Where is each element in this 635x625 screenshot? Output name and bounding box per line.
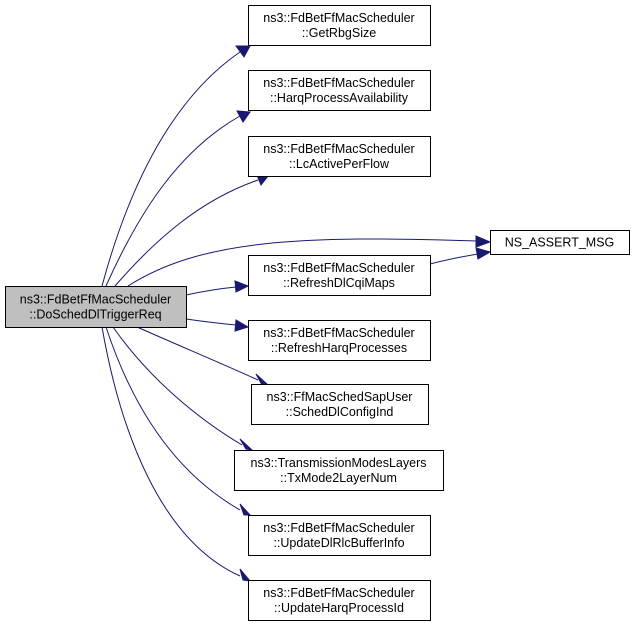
node-refreshcqi[interactable]: ns3::FdBetFfMacScheduler::RefreshDlCqiMa…	[248, 255, 431, 296]
edge-root-to-updaterlc	[105, 326, 252, 516]
node-label-scope: ns3::FdBetFfMacScheduler	[263, 586, 414, 600]
edge-root-to-lcactive	[114, 172, 269, 287]
edge-refreshcqi-to-assert	[429, 247, 492, 265]
edge-root-to-harqavail	[105, 110, 251, 287]
edge-line	[136, 326, 259, 381]
arrowhead-icon	[475, 247, 492, 260]
edge-root-to-txmode	[112, 326, 254, 451]
arrowhead-icon	[475, 235, 492, 248]
node-updaterlc[interactable]: ns3::FdBetFfMacScheduler::UpdateDlRlcBuf…	[248, 515, 431, 556]
edge-root-to-assert	[127, 235, 492, 287]
node-lcactive[interactable]: ns3::FdBetFfMacScheduler::LcActivePerFlo…	[248, 136, 431, 177]
node-box[interactable]	[248, 5, 431, 46]
node-label-method: ::SchedDlConfigInd	[286, 405, 394, 419]
node-label-scope: ns3::FdBetFfMacScheduler	[263, 261, 414, 275]
edge-line	[112, 326, 243, 446]
node-label-method: ::UpdateHarqProcessId	[274, 601, 404, 615]
edge-line	[185, 286, 237, 296]
node-label-method: ::HarqProcessAvailability	[270, 91, 409, 105]
node-label-scope: ns3::FdBetFfMacScheduler	[263, 521, 414, 535]
edge-line	[114, 179, 259, 287]
edge-root-to-refreshharq	[185, 318, 250, 332]
node-box[interactable]	[251, 384, 429, 425]
nodes-layer: ns3::FdBetFfMacScheduler::DoSchedDlTrigg…	[5, 5, 630, 621]
edge-line	[105, 115, 241, 287]
arrowhead-icon	[234, 280, 250, 293]
edge-line	[101, 51, 241, 287]
node-label-method: ::RefreshDlCqiMaps	[283, 276, 395, 290]
node-label-scope: ns3::FdBetFfMacScheduler	[263, 142, 414, 156]
node-box[interactable]	[248, 515, 431, 556]
edges-layer	[101, 45, 492, 582]
node-root[interactable]: ns3::FdBetFfMacScheduler::DoSchedDlTrigg…	[5, 286, 187, 328]
node-label-method: ::RefreshHarqProcesses	[271, 341, 407, 355]
edge-root-to-refreshcqi	[185, 280, 250, 296]
node-box[interactable]	[248, 70, 431, 111]
arrowhead-icon	[236, 110, 251, 123]
node-txmode[interactable]: ns3::TransmissionModesLayers::TxMode2Lay…	[234, 450, 444, 491]
node-label-method: ::GetRbgSize	[302, 26, 376, 40]
node-label-method: ::UpdateDlRlcBufferInfo	[273, 536, 404, 550]
edge-root-to-updateharq	[101, 326, 252, 582]
node-refreshharq[interactable]: ns3::FdBetFfMacScheduler::RefreshHarqPro…	[248, 320, 431, 361]
arrowhead-icon	[239, 568, 252, 582]
node-assert[interactable]: NS_ASSERT_MSG	[490, 230, 630, 255]
node-label-scope: ns3::FdBetFfMacScheduler	[263, 326, 414, 340]
node-updateharq[interactable]: ns3::FdBetFfMacScheduler::UpdateHarqProc…	[248, 580, 431, 621]
edge-line	[127, 238, 479, 287]
edge-line	[429, 253, 479, 265]
node-box[interactable]	[248, 255, 431, 296]
node-label-method: ::TxMode2LayerNum	[280, 471, 397, 485]
node-label-scope: NS_ASSERT_MSG	[505, 236, 615, 250]
node-label-scope: ns3::FfMacSchedSapUser	[267, 390, 413, 404]
arrowhead-icon	[235, 45, 251, 58]
node-harqavail[interactable]: ns3::FdBetFfMacScheduler::HarqProcessAva…	[248, 70, 431, 111]
node-label-scope: ns3::FdBetFfMacScheduler	[20, 293, 171, 307]
node-box[interactable]	[5, 286, 187, 328]
edge-line	[185, 318, 237, 326]
node-box[interactable]	[248, 136, 431, 177]
node-label-method: ::LcActivePerFlow	[289, 157, 390, 171]
node-label-scope: ns3::FdBetFfMacScheduler	[263, 11, 414, 25]
node-box[interactable]	[248, 580, 431, 621]
node-label-method: ::DoSchedDlTriggerReq	[29, 308, 161, 322]
edge-line	[105, 326, 241, 511]
node-box[interactable]	[248, 320, 431, 361]
node-box[interactable]	[234, 450, 444, 491]
node-label-scope: ns3::TransmissionModesLayers	[251, 456, 427, 470]
arrowhead-icon	[234, 319, 250, 332]
edge-line	[101, 326, 241, 577]
node-getrbgsize[interactable]: ns3::FdBetFfMacScheduler::GetRbgSize	[248, 5, 431, 46]
node-scheddlconfig[interactable]: ns3::FfMacSchedSapUser::SchedDlConfigInd	[251, 384, 429, 425]
arrowhead-icon	[239, 438, 254, 451]
node-box[interactable]	[490, 230, 630, 255]
node-label-scope: ns3::FdBetFfMacScheduler	[263, 76, 414, 90]
edge-root-to-getrbgsize	[101, 45, 251, 287]
arrowhead-icon	[239, 503, 252, 516]
